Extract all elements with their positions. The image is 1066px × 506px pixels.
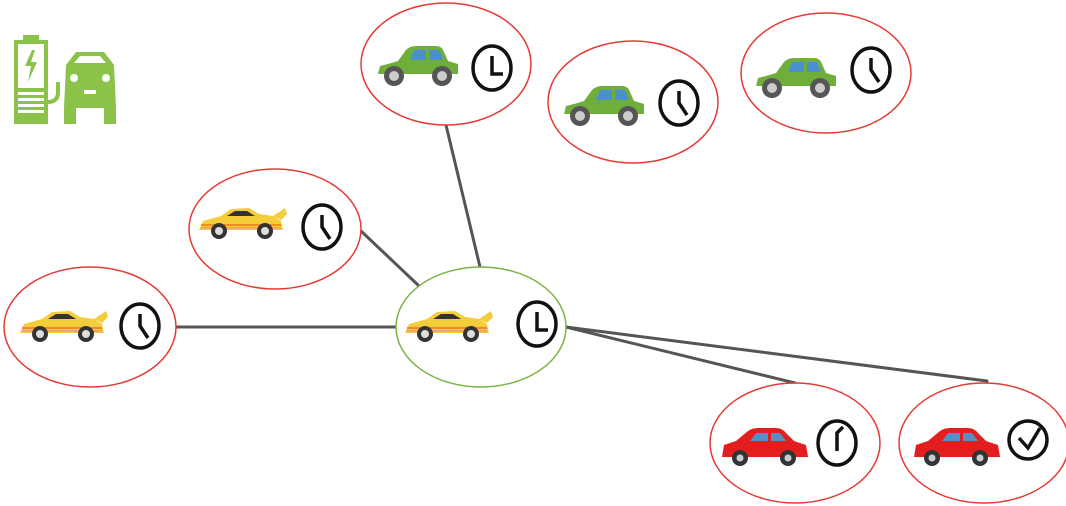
node-top-2[interactable] [547, 40, 719, 164]
edge-center-bottom-2 [564, 325, 989, 383]
node-top-3[interactable] [740, 12, 912, 134]
node-center[interactable] [395, 266, 567, 388]
edges [174, 123, 989, 385]
clock-icon [850, 46, 892, 94]
clock-icon [658, 79, 700, 127]
ev-charging-station-icon [14, 35, 116, 124]
node-left[interactable] [3, 266, 177, 388]
edge-center-top-1 [444, 123, 482, 269]
clock-icon [301, 203, 343, 251]
node-bottom-1[interactable] [709, 382, 881, 504]
node-bottom-2[interactable] [898, 382, 1066, 504]
node-upper-left[interactable] [188, 168, 362, 290]
clock-check-icon [1007, 419, 1049, 461]
clock-icon [119, 302, 161, 350]
edge-center-bottom-1 [564, 325, 797, 385]
edge-center-upper-left [359, 229, 420, 287]
clock-icon [816, 419, 858, 467]
clock-icon [471, 44, 513, 92]
clock-icon [516, 300, 558, 348]
node-top-1[interactable] [360, 2, 532, 126]
